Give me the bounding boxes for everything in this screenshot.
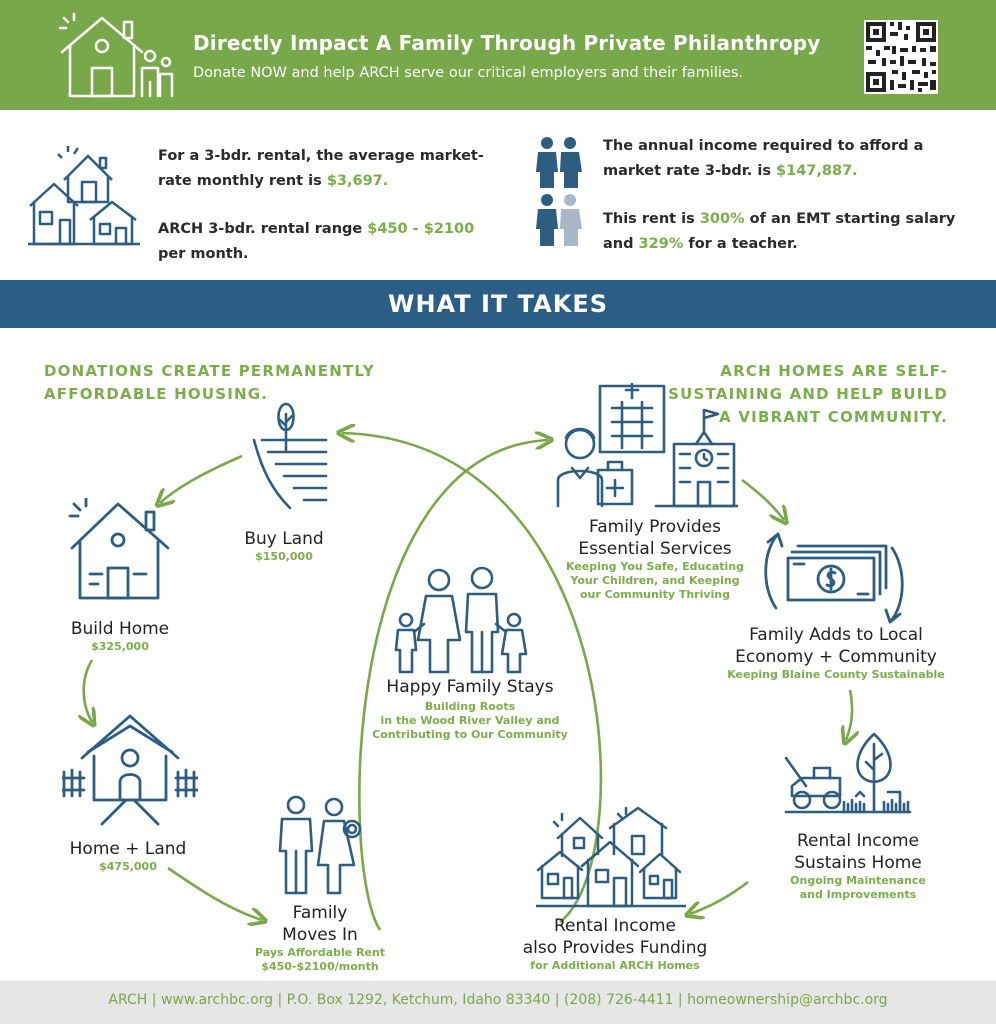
couple-baby-icon bbox=[278, 795, 362, 895]
arrow-homeland-to-moves bbox=[167, 866, 262, 920]
arch-line-1: ARCH 3-bdr. rental range bbox=[158, 221, 368, 237]
happy-family-sub: Building Roots in the Wood River Valley … bbox=[350, 700, 590, 742]
qr-code-icon[interactable] bbox=[864, 20, 938, 94]
market-rent-value: $3,697. bbox=[326, 173, 389, 189]
sustains-line-1: Rental Income bbox=[796, 831, 920, 851]
sustains-sub-2: and Improvements bbox=[799, 888, 917, 901]
services-sub-1: Keeping You Safe, Educating bbox=[565, 560, 745, 573]
economy-label: Family Adds to Local Economy + Community bbox=[716, 624, 956, 668]
happy-sub-3: Contributing to Our Community bbox=[372, 728, 568, 741]
income-statement: The annual income required to afford a m… bbox=[603, 134, 923, 184]
funding-sub: for Additional ARCH Homes bbox=[530, 959, 700, 972]
right-lead-line-3: A VIBRANT COMMUNITY. bbox=[719, 408, 948, 426]
people-icon bbox=[536, 137, 582, 246]
family-icon bbox=[394, 566, 528, 674]
arch-line-2: per month. bbox=[158, 246, 249, 262]
services-sub: Keeping You Safe, Educating Your Childre… bbox=[530, 560, 780, 602]
sustains-label: Rental Income Sustains Home bbox=[758, 830, 958, 874]
footer: ARCH | www.archbc.org | P.O. Box 1292, K… bbox=[0, 981, 996, 1024]
build-home-icon bbox=[68, 498, 170, 600]
money-cycle-icon bbox=[764, 532, 904, 624]
emt-ratio-value: 300% bbox=[699, 211, 745, 227]
income-value: $147,887. bbox=[776, 163, 858, 179]
funding-line-1: Rental Income bbox=[553, 916, 677, 936]
sustains-sub: Ongoing Maintenance and Improvements bbox=[758, 874, 958, 902]
economy-line-2: Economy + Community bbox=[735, 647, 937, 667]
right-lead-line-1: ARCH HOMES ARE SELF- bbox=[720, 362, 948, 380]
arrow-services-to-economy bbox=[741, 478, 784, 520]
build-home-cost: $325,000 bbox=[91, 640, 149, 653]
arrow-sustains-to-funding bbox=[690, 880, 749, 914]
left-lead-line-1: DONATIONS CREATE PERMANENTLY bbox=[44, 362, 375, 380]
lawnmower-tree-icon bbox=[784, 732, 912, 814]
ratio-prefix: This rent is bbox=[603, 211, 700, 227]
sustains-line-2: Sustains Home bbox=[794, 853, 922, 873]
buy-land-cost: $150,000 bbox=[255, 550, 313, 563]
sustains-sub-1: Ongoing Maintenance bbox=[790, 874, 926, 887]
page-title: Directly Impact A Family Through Private… bbox=[193, 31, 821, 55]
buy-land-label: Buy Land bbox=[244, 529, 324, 549]
build-home-label: Build Home bbox=[70, 619, 170, 639]
moves-in-line-1: Family bbox=[292, 903, 348, 923]
section-title: WHAT IT TAKES bbox=[387, 290, 608, 318]
moves-in-line-2: Moves In bbox=[282, 925, 358, 945]
neighborhood-icon bbox=[536, 806, 686, 908]
arrow-buy-to-build bbox=[160, 454, 243, 503]
happy-sub-2: in the Wood River Valley and bbox=[380, 714, 560, 727]
stats-section: For a 3-bdr. rental, the average market-… bbox=[0, 110, 996, 280]
income-line-1: The annual income required to afford a bbox=[603, 138, 924, 154]
section-band: WHAT IT TAKES bbox=[0, 280, 996, 328]
right-lead-line-2: SUSTAINING AND HELP BUILD bbox=[668, 385, 948, 403]
right-lead-statement: ARCH HOMES ARE SELF- SUSTAINING AND HELP… bbox=[668, 360, 948, 429]
ratio-suffix: for a teacher. bbox=[683, 236, 798, 252]
left-lead-statement: DONATIONS CREATE PERMANENTLY AFFORDABLE … bbox=[44, 360, 375, 406]
land-tree-icon bbox=[252, 402, 328, 510]
moves-in-sub: Pays Affordable Rent $450-$2100/month bbox=[230, 946, 410, 974]
services-label: Family Provides Essential Services bbox=[540, 516, 770, 560]
moves-in-sub-2: $450-$2100/month bbox=[261, 960, 379, 973]
moves-in-sub-1: Pays Affordable Rent bbox=[254, 946, 386, 959]
funding-label: Rental Income also Provides Funding bbox=[500, 915, 730, 959]
community-services-icon bbox=[556, 382, 738, 508]
page-subtitle: Donate NOW and help ARCH serve our criti… bbox=[193, 65, 743, 81]
services-sub-3: our Community Thriving bbox=[579, 588, 731, 601]
arrow-build-to-homeland bbox=[84, 659, 92, 722]
ellipse-arrow-left bbox=[358, 440, 548, 931]
arrow-economy-to-sustains bbox=[846, 689, 852, 740]
services-sub-2: Your Children, and Keeping bbox=[570, 574, 740, 587]
salary-ratio-statement: This rent is 300% of an EMT starting sal… bbox=[603, 207, 955, 257]
left-lead-line-2: AFFORDABLE HOUSING. bbox=[44, 385, 269, 403]
happy-sub-1: Building Roots bbox=[424, 700, 516, 713]
arch-rent-statement: ARCH 3-bdr. rental range $450 - $2100 pe… bbox=[158, 217, 474, 267]
rent-line-2: rate monthly rent is bbox=[158, 173, 327, 189]
moves-in-label: Family Moves In bbox=[240, 902, 400, 946]
happy-family-label: Happy Family Stays bbox=[386, 677, 554, 697]
teacher-ratio-value: 329% bbox=[638, 236, 684, 252]
funding-line-2: also Provides Funding bbox=[522, 938, 708, 958]
home-land-cost: $475,000 bbox=[99, 860, 157, 873]
house-family-icon bbox=[58, 12, 174, 98]
arch-rent-range-value: $450 - $2100 bbox=[367, 221, 475, 237]
header-banner: Directly Impact A Family Through Private… bbox=[0, 0, 996, 110]
market-rent-statement: For a 3-bdr. rental, the average market-… bbox=[158, 144, 484, 194]
income-line-2: market rate 3-bdr. is bbox=[603, 163, 777, 179]
footer-contact: ARCH | www.archbc.org | P.O. Box 1292, K… bbox=[108, 992, 888, 1008]
economy-line-1: Family Adds to Local bbox=[749, 625, 923, 645]
home-land-label: Home + Land bbox=[69, 839, 187, 859]
ratio-mid: of an EMT starting salary bbox=[744, 211, 956, 227]
ratio-and: and bbox=[603, 236, 639, 252]
economy-sub: Keeping Blaine County Sustainable bbox=[727, 668, 945, 681]
services-line-1: Family Provides bbox=[589, 517, 721, 537]
home-land-icon bbox=[62, 714, 198, 826]
services-line-2: Essential Services bbox=[578, 539, 732, 559]
houses-icon bbox=[28, 146, 140, 246]
rent-line-1: For a 3-bdr. rental, the average market- bbox=[158, 148, 484, 164]
